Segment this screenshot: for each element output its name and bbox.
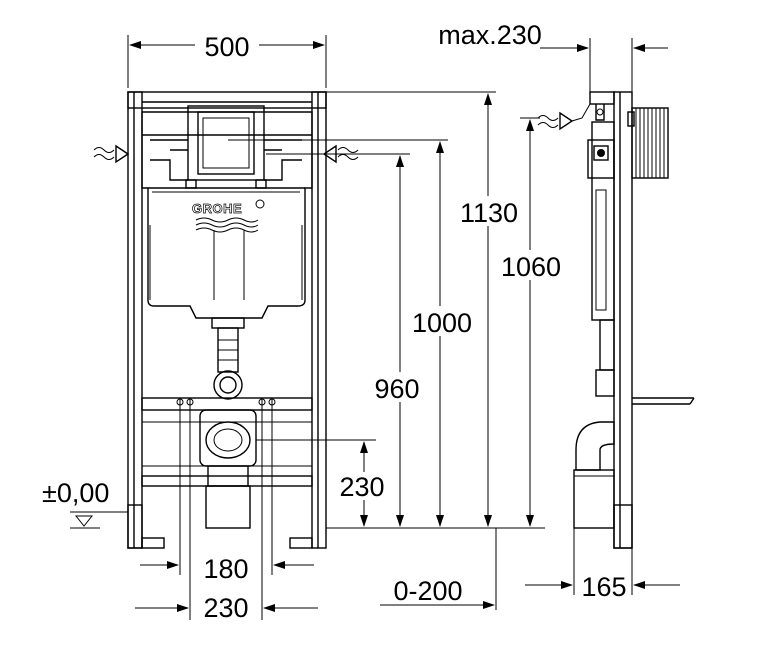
dimension-outlet-height-label: 230 xyxy=(339,472,384,502)
dimension-230-spacing-label: 230 xyxy=(203,593,248,623)
dimension-1060-label: 1060 xyxy=(501,252,561,282)
grohe-logo: GROHE xyxy=(192,199,265,233)
flush-pipe xyxy=(211,317,245,329)
cistern xyxy=(141,111,313,319)
threaded-rod xyxy=(631,107,669,179)
side-waste-pipe xyxy=(573,469,615,529)
dimension-960-label: 960 xyxy=(374,374,419,404)
front-view: GROHE xyxy=(93,91,359,549)
dimension-180-label: 180 xyxy=(203,554,248,584)
floor-level-label: ±0,00 xyxy=(42,478,109,508)
flush-plate xyxy=(197,111,255,175)
flush-connector xyxy=(213,370,243,400)
left-upright xyxy=(127,91,143,549)
left-foot xyxy=(141,537,165,549)
flush-plate-frame xyxy=(187,105,265,181)
dimension-max-depth-label: max.230 xyxy=(438,20,542,50)
front-dimensions: 500 ±0,00 180 230 230 960 100 xyxy=(42,30,545,623)
side-water-inlet-icon xyxy=(537,103,591,131)
side-view xyxy=(537,91,695,549)
side-upright xyxy=(613,91,633,549)
left-water-inlet-icon xyxy=(93,144,130,164)
dimension-1130-label: 1130 xyxy=(460,198,518,228)
top-rail xyxy=(127,91,327,109)
dimension-165-label: 165 xyxy=(581,572,626,602)
right-upright xyxy=(311,91,327,549)
brand-logo-text: GROHE xyxy=(192,201,242,216)
dimension-1000-label: 1000 xyxy=(412,308,472,338)
dimension-adjust-range-label: 0-200 xyxy=(393,576,462,606)
side-dimensions: max.230 1060 165 xyxy=(438,20,680,602)
dimension-width-label: 500 xyxy=(204,32,249,62)
bottom-rail xyxy=(141,475,313,487)
side-waste-bend xyxy=(575,421,615,471)
right-foot xyxy=(289,537,313,549)
waste-pipe xyxy=(205,485,251,529)
middle-rail xyxy=(141,397,313,411)
